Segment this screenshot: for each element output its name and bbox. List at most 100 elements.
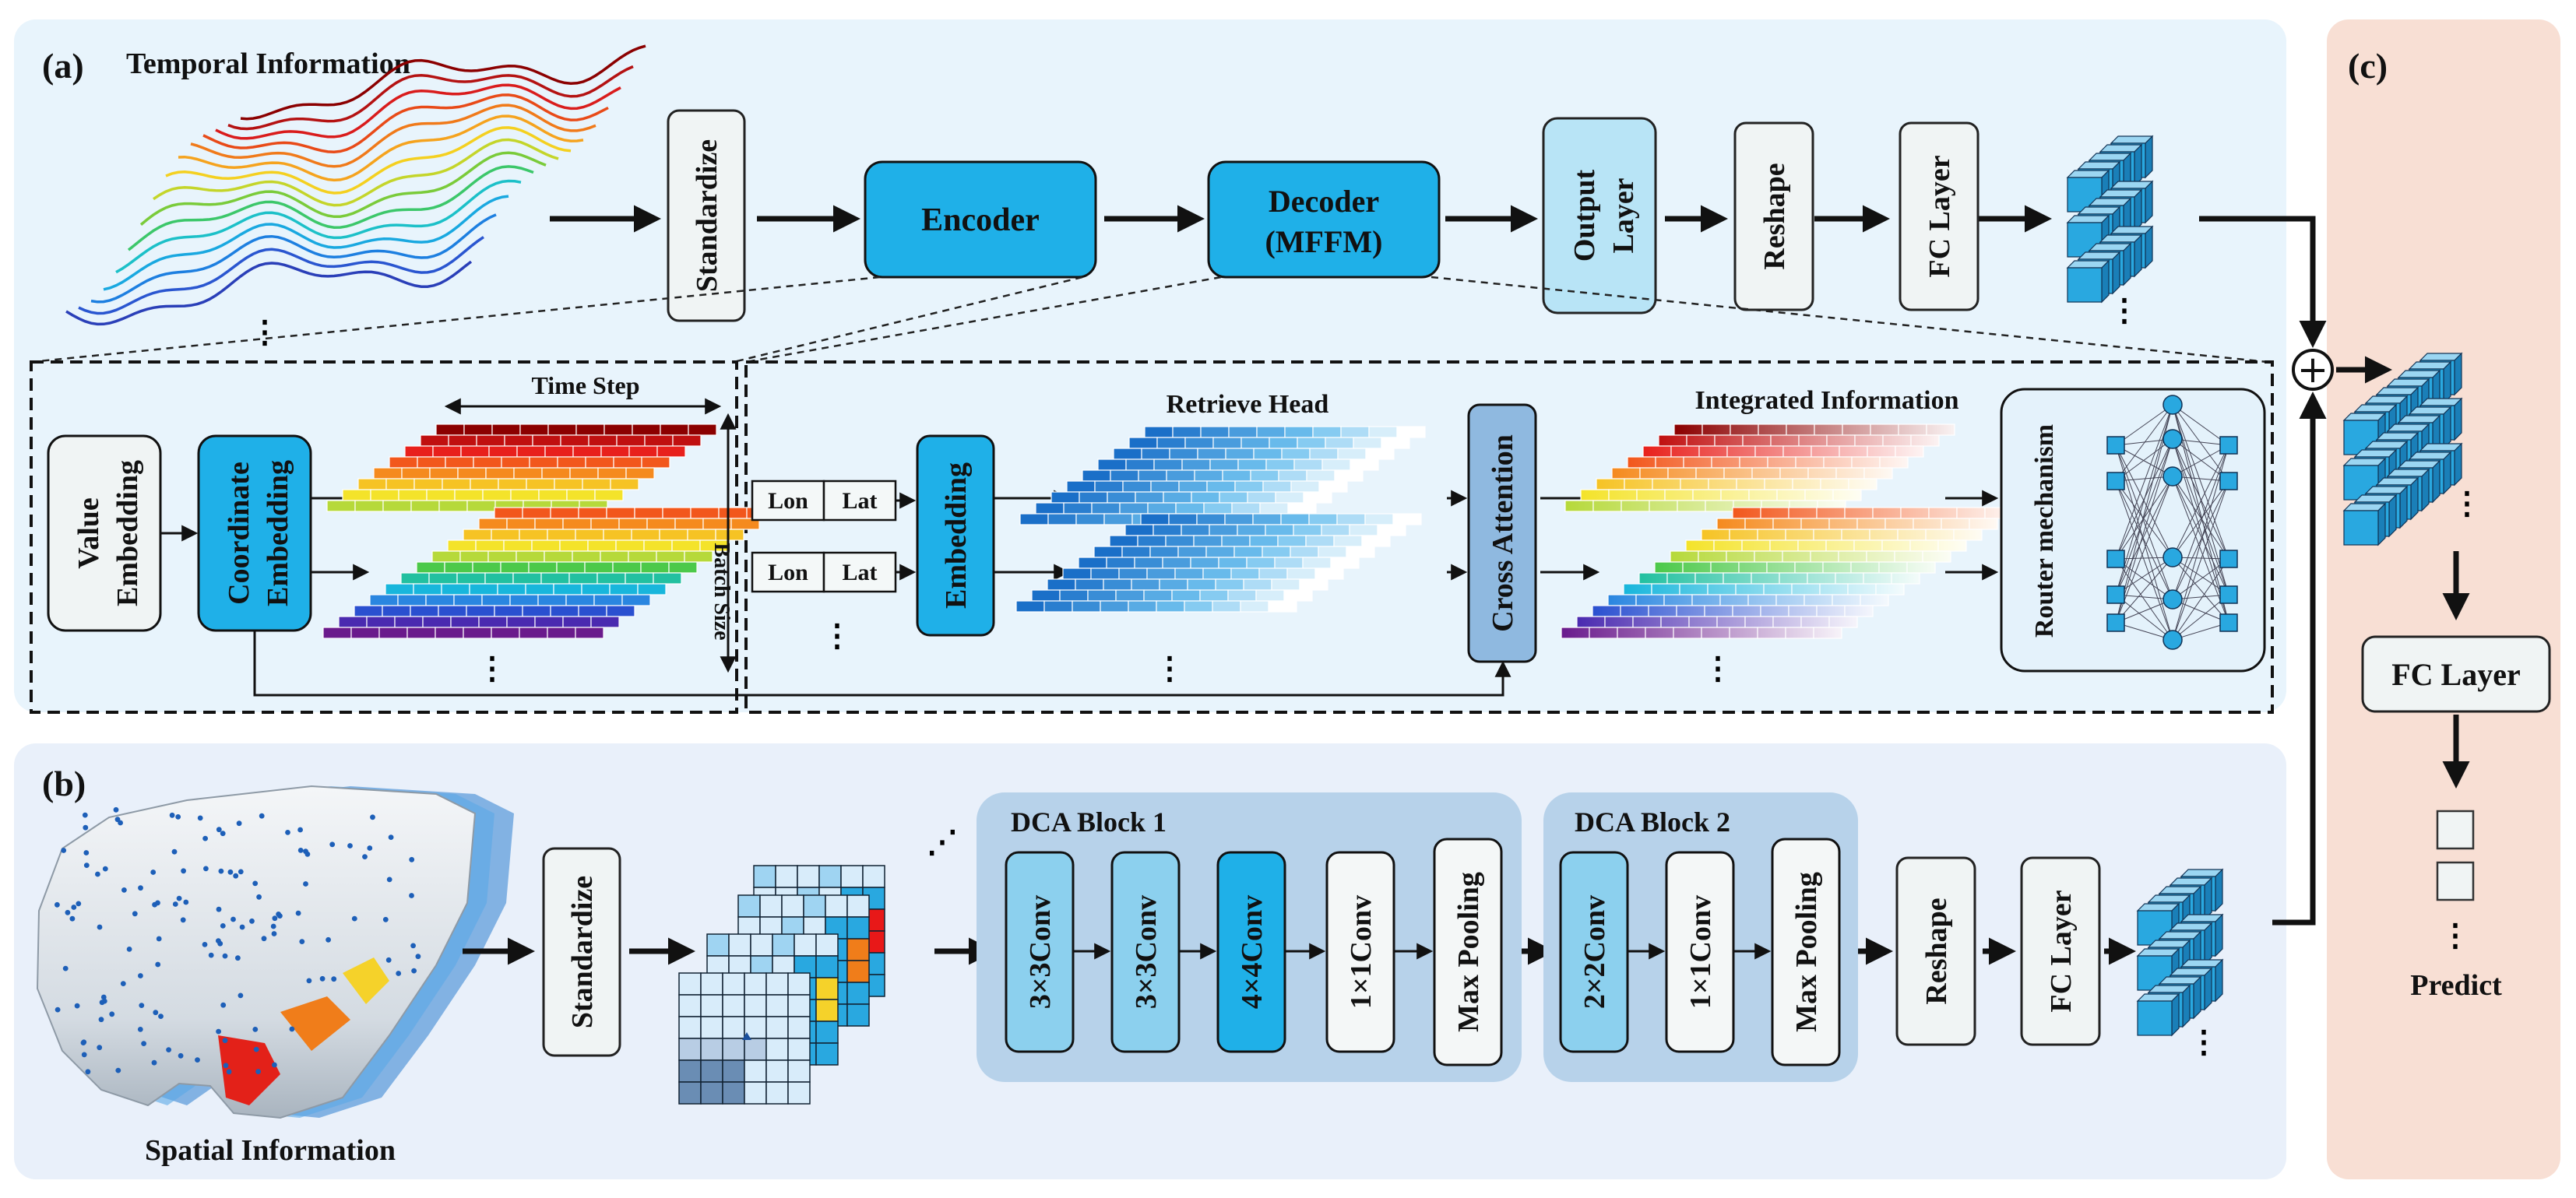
brick-cell — [593, 594, 623, 606]
station-dot — [102, 866, 108, 872]
station-dot — [329, 841, 336, 848]
brick-cell — [444, 561, 473, 574]
brick-cell — [357, 478, 387, 490]
brick-cell — [398, 489, 428, 501]
station-dot — [83, 862, 90, 868]
brick-cell — [547, 529, 576, 541]
brick-cell — [431, 550, 461, 563]
brick-cell — [510, 489, 540, 501]
brick-cell — [1122, 480, 1152, 493]
panel-c-label: (c) — [2348, 46, 2388, 86]
router-edge — [2172, 438, 2229, 624]
cube-side — [2399, 485, 2408, 529]
brick-cell — [646, 518, 676, 530]
brick-cell — [463, 529, 492, 541]
brick-cell — [1087, 589, 1117, 602]
brick-cell — [1225, 448, 1255, 460]
feature-cubes-b — [2136, 868, 2224, 1037]
brick-cell — [1150, 480, 1180, 493]
brick-cell — [506, 616, 536, 628]
conv-1x1-b-label: 1×1Conv — [1684, 895, 1717, 1009]
lon-label-1: Lon — [768, 488, 808, 514]
brick-fade — [1577, 617, 1857, 627]
brick-cell — [1143, 589, 1173, 602]
brick-cell — [1156, 600, 1185, 613]
brick-fade — [1624, 584, 1904, 595]
station-dot — [208, 952, 214, 958]
grid-cell — [862, 865, 885, 888]
brick-cell — [644, 434, 674, 447]
brick-cell — [1103, 578, 1132, 591]
cube-side — [2443, 451, 2451, 495]
brick-cell — [1265, 524, 1294, 536]
station-dot — [171, 848, 178, 855]
brick-fade — [1733, 508, 2013, 518]
brick-cell — [422, 616, 452, 628]
brick-cell — [1191, 491, 1220, 504]
brick-cell — [544, 445, 574, 458]
predict-ellipsis: ⋮ — [2440, 918, 2471, 953]
brick-cell — [1253, 448, 1283, 460]
brick-cell — [472, 561, 501, 574]
lon-label-2: Lon — [768, 560, 808, 585]
router-edge — [2115, 404, 2173, 446]
brick-cell — [425, 594, 455, 606]
brick-cell — [501, 456, 530, 469]
cube-side — [2454, 352, 2462, 396]
cube-side — [2134, 234, 2142, 278]
router-hidden-node — [2163, 395, 2183, 415]
station-dot — [181, 868, 187, 874]
cube-side — [2171, 992, 2180, 1037]
router-edge — [2172, 444, 2229, 558]
brick-cell — [618, 518, 648, 530]
router-edge — [2115, 594, 2173, 641]
grid-cell — [700, 1038, 723, 1061]
brick-cell — [656, 550, 685, 563]
brick-cell — [1308, 513, 1338, 525]
brick-cell — [671, 539, 701, 552]
reshape-b-box — [1895, 856, 1976, 1046]
reshape-b-label: Reshape — [1920, 898, 1953, 1004]
station-dot — [220, 831, 226, 837]
add-operator-symbol: + — [2297, 348, 2328, 392]
brick-cell — [1153, 458, 1183, 471]
station-dot — [409, 893, 414, 898]
brick-cell — [1156, 437, 1186, 449]
brick-cell — [559, 539, 589, 552]
grid-cell — [815, 977, 839, 1000]
brick-cell — [478, 616, 508, 628]
grid-cell — [815, 933, 839, 957]
brick-cell — [410, 500, 440, 512]
grid-cell — [700, 972, 723, 996]
conv-2x2-label: 2×2Conv — [1578, 895, 1611, 1009]
router-edge — [2115, 476, 2173, 624]
max-pooling-1-label: Max Pooling — [1452, 872, 1485, 1032]
brick-cell — [547, 627, 576, 639]
station-dot — [155, 900, 160, 906]
brick-cell — [466, 500, 496, 512]
router-edge — [2172, 476, 2229, 595]
station-dot — [121, 887, 127, 893]
router-input-node — [2106, 550, 2125, 568]
station-dot — [411, 968, 417, 974]
brick-cell — [1206, 480, 1236, 493]
brick-cell — [491, 627, 520, 639]
station-dot — [101, 998, 107, 1004]
brick-cell — [1243, 578, 1272, 591]
brick-cell — [426, 489, 456, 501]
brick-cell — [1227, 589, 1257, 602]
brick-cell — [1187, 578, 1216, 591]
brick-cell — [1240, 437, 1270, 449]
cube-side — [2145, 225, 2153, 269]
brick-cell — [606, 605, 635, 617]
grid-cell — [700, 1016, 723, 1039]
router-edge — [2115, 404, 2173, 482]
brick-cell — [498, 478, 527, 490]
grid-cell — [787, 972, 811, 996]
brick-cell — [1209, 458, 1239, 471]
grid-cell — [787, 994, 811, 1017]
integrated-information-label: Integrated Information — [1694, 386, 1958, 415]
station-dot — [195, 1057, 200, 1063]
cube-side — [2421, 468, 2430, 512]
